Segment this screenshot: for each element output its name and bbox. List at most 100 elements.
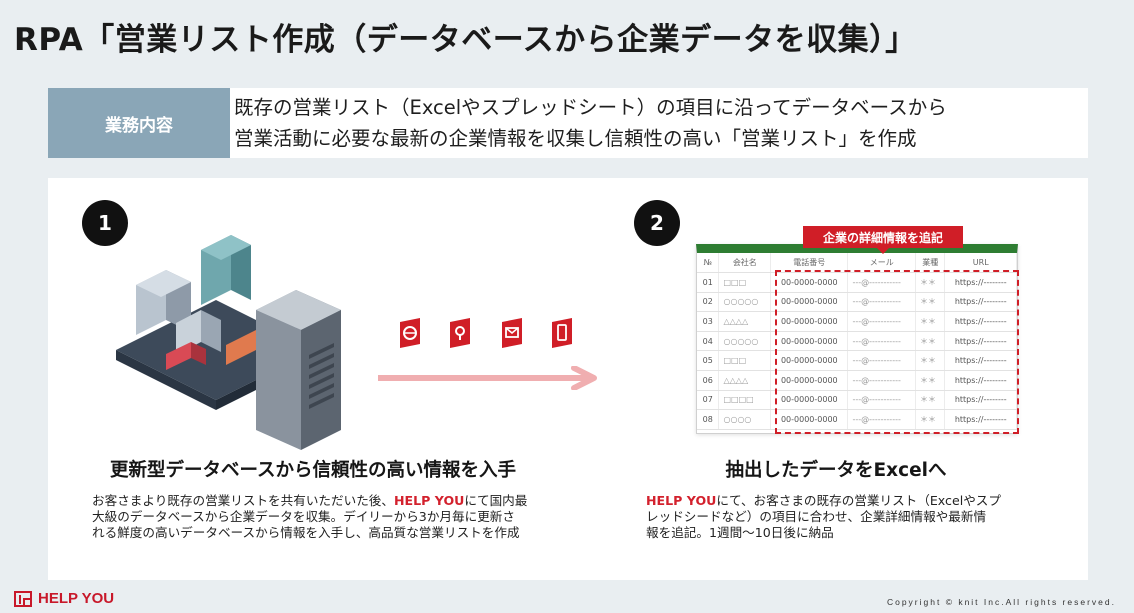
cell-url: https://--------: [944, 272, 1017, 293]
cell-industry: ＊＊: [915, 370, 946, 391]
cell-mail: ---@-----------: [847, 350, 917, 372]
step-2-desc-line-3: 報を追記。1週間〜10日後に納品: [646, 525, 834, 540]
table-row: 04○○○○○00-0000-0000---@-----------＊＊http…: [697, 331, 1017, 352]
summary-text: 既存の営業リスト（Excelやスプレッドシート）の項目に沿ってデータベースから …: [234, 92, 947, 154]
city-server-illustration: [116, 235, 341, 450]
table-row: 05□□□00-0000-0000---@-----------＊＊https:…: [697, 350, 1017, 372]
cell-company: ○○○○○: [718, 331, 772, 352]
cell-company: □□□□: [718, 390, 772, 411]
phone-icon: [552, 318, 572, 348]
cell-company: □□□: [718, 272, 772, 293]
cell-industry: ＊＊: [915, 311, 946, 332]
copyright-text: Copyright © knit Inc.All rights reserved…: [886, 597, 1116, 607]
cell-no: 07: [697, 390, 720, 411]
step-1-description: お客さまより既存の営業リストを共有いただいた後、HELP YOUにて国内最 大級…: [92, 493, 527, 541]
summary-box: 業務内容 既存の営業リスト（Excelやスプレッドシート）の項目に沿ってデータベ…: [48, 88, 1088, 158]
cell-phone: 00-0000-0000: [770, 370, 849, 391]
cell-company: ○○○○: [718, 409, 772, 430]
data-table: № 会社名 電話番号 メール 業種 URL 01□□□00-0000-0000-…: [697, 253, 1017, 430]
cell-mail: ---@-----------: [847, 409, 917, 430]
highlight-dashed-box: [775, 270, 1019, 434]
cell-url: https://--------: [944, 409, 1017, 430]
cell-no: 06: [697, 370, 720, 391]
table-row: 08○○○○00-0000-0000---@-----------＊＊https…: [697, 409, 1017, 430]
cell-phone: 00-0000-0000: [770, 409, 849, 430]
step-1-heading: 更新型データベースから信頼性の高い情報を入手: [109, 460, 517, 481]
step-1-desc-line-2: 大級のデータベースから企業データを収集。デイリーから3か月毎に更新さ: [92, 509, 515, 524]
brand-name: HELP YOU: [646, 493, 717, 508]
step-2-desc-line-2: レッドシードなど）の項目に合わせ、企業詳細情報や最新情: [646, 509, 987, 524]
mail-icon: [502, 318, 522, 348]
cell-company: △△△△: [718, 311, 772, 332]
col-header-industry: 業種: [915, 253, 946, 274]
summary-line-2: 営業活動に必要な最新の企業情報を収集し信頼性の高い「営業リスト」を作成: [234, 127, 917, 150]
col-header-no: №: [697, 253, 720, 274]
logo-icon: [14, 590, 32, 607]
step-1-desc-line-1-pre: お客さまより既存の営業リストを共有いただいた後、: [92, 493, 394, 508]
cell-mail: ---@-----------: [847, 311, 917, 332]
cell-company: □□□: [718, 350, 772, 372]
cell-mail: ---@-----------: [847, 292, 917, 313]
process-card: 1: [48, 178, 1088, 580]
cell-mail: ---@-----------: [847, 272, 917, 293]
step-2-number: 2: [634, 200, 680, 246]
brand-name: HELP YOU: [394, 493, 465, 508]
step-2-desc-line-1-post: にて、お客さまの既存の営業リスト（Excelやスプ: [716, 493, 1001, 508]
cell-phone: 00-0000-0000: [770, 292, 849, 313]
cell-no: 05: [697, 350, 720, 372]
cell-no: 03: [697, 311, 720, 332]
cell-industry: ＊＊: [915, 409, 946, 430]
cell-url: https://--------: [944, 370, 1017, 391]
cell-mail: ---@-----------: [847, 390, 917, 411]
arrow-right-icon: [378, 366, 597, 390]
summary-line-1: 既存の営業リスト（Excelやスプレッドシート）の項目に沿ってデータベースから: [234, 96, 947, 119]
cell-industry: ＊＊: [915, 292, 946, 313]
cell-company: △△△△: [718, 370, 772, 391]
cell-no: 04: [697, 331, 720, 352]
cell-company: ○○○○○: [718, 292, 772, 313]
page-title: RPA「営業リスト作成（データベースから企業データを収集）」: [14, 22, 917, 58]
cell-url: https://--------: [944, 311, 1017, 332]
step-2-desc-line-1: HELP YOUにて、お客さまの既存の営業リスト（Excelやスプ: [646, 493, 1001, 509]
cell-mail: ---@-----------: [847, 331, 917, 352]
cell-phone: 00-0000-0000: [770, 331, 849, 352]
step-1-number: 1: [82, 200, 128, 246]
logo-text: HELP YOU: [38, 590, 115, 607]
cell-url: https://--------: [944, 350, 1017, 372]
excel-sheet: № 会社名 電話番号 メール 業種 URL 01□□□00-0000-0000-…: [696, 244, 1018, 434]
table-row: 01□□□00-0000-0000---@-----------＊＊https:…: [697, 272, 1017, 293]
step-2-heading: 抽出したデータをExcelへ: [725, 460, 947, 481]
col-header-phone: 電話番号: [770, 253, 849, 274]
step-1-desc-line-1-post: にて国内最: [464, 493, 528, 508]
badge-pointer: [877, 248, 889, 254]
table-row: 03△△△△00-0000-0000---@-----------＊＊https…: [697, 311, 1017, 332]
cell-url: https://--------: [944, 292, 1017, 313]
table-row: 07□□□□00-0000-0000---@-----------＊＊https…: [697, 390, 1017, 411]
detail-info-badge: 企業の詳細情報を追記: [803, 226, 963, 248]
cell-phone: 00-0000-0000: [770, 311, 849, 332]
cell-industry: ＊＊: [915, 272, 946, 293]
table-row: 06△△△△00-0000-0000---@-----------＊＊https…: [697, 370, 1017, 391]
step-1-desc-line-3: れる鮮度の高いデータベースから情報を入手し、高品質な営業リストを作成: [92, 525, 520, 540]
cell-phone: 00-0000-0000: [770, 272, 849, 293]
cell-url: https://--------: [944, 390, 1017, 411]
help-you-logo: HELP YOU: [14, 590, 114, 607]
table-row: 02○○○○○00-0000-0000---@-----------＊＊http…: [697, 292, 1017, 313]
cell-mail: ---@-----------: [847, 370, 917, 391]
col-header-url: URL: [944, 253, 1017, 274]
cell-industry: ＊＊: [915, 390, 946, 411]
cell-no: 01: [697, 272, 720, 293]
cell-no: 02: [697, 292, 720, 313]
cell-url: https://--------: [944, 331, 1017, 352]
table-header-row: № 会社名 電話番号 メール 業種 URL: [697, 253, 1017, 274]
col-header-mail: メール: [847, 253, 917, 274]
globe-icon: [400, 318, 420, 348]
step-1-desc-line-1: お客さまより既存の営業リストを共有いただいた後、HELP YOUにて国内最: [92, 493, 527, 509]
cell-phone: 00-0000-0000: [770, 350, 849, 372]
col-header-company: 会社名: [718, 253, 772, 274]
cell-no: 08: [697, 409, 720, 430]
cell-industry: ＊＊: [915, 331, 946, 352]
step-2-description: HELP YOUにて、お客さまの既存の営業リスト（Excelやスプ レッドシード…: [646, 493, 1001, 541]
map-pin-icon: [450, 318, 470, 348]
cell-industry: ＊＊: [915, 350, 946, 372]
